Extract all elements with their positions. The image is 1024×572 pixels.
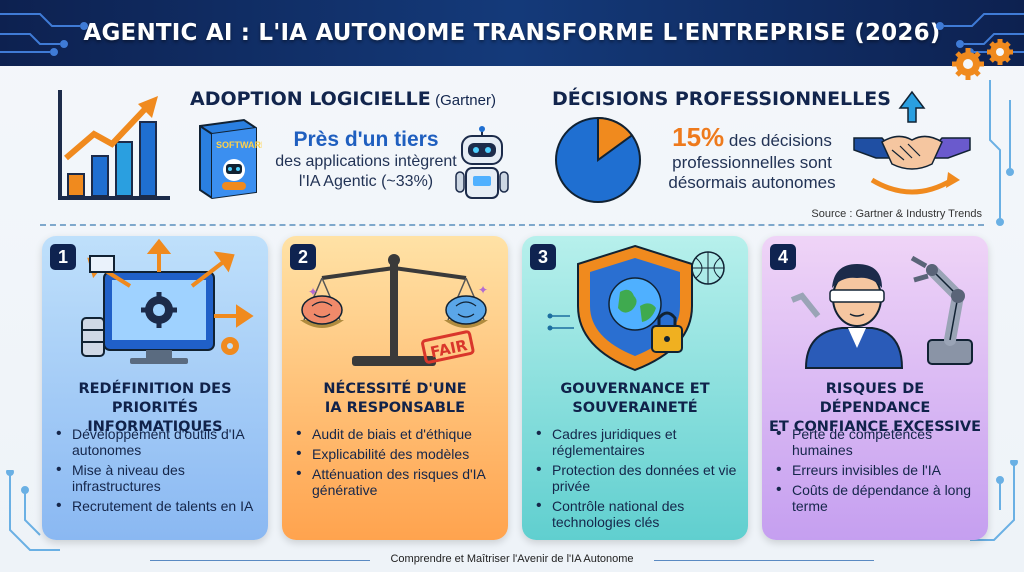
card-number: 2 bbox=[290, 244, 316, 270]
list-item: Développement d'outils d'IA autonomes bbox=[56, 426, 260, 458]
card-dependency-risks: 4 RISQUES DE DÉPENDANCE ET CONFIANCE EXC… bbox=[762, 236, 988, 540]
header-banner: AGENTIC AI : L'IA AUTONOME TRANSFORME L'… bbox=[0, 0, 1024, 66]
blindfolded-person-robot-arm-icon bbox=[790, 255, 973, 369]
list-item: Cadres juridiques et réglementaires bbox=[536, 426, 740, 458]
circuit-decoration-icon bbox=[6, 470, 60, 551]
shield-globe-icon bbox=[547, 244, 725, 372]
list-item: Audit de biais et d'éthique bbox=[296, 426, 500, 442]
adoption-highlight: Près d'un tiers bbox=[293, 128, 439, 151]
card-title: NÉCESSITÉ D'UNE IA RESPONSABLE bbox=[288, 380, 502, 418]
list-item: Perte de compétences humaines bbox=[776, 426, 980, 458]
computer-network-icon bbox=[81, 238, 254, 364]
decisions-line2: professionnelles sont bbox=[672, 153, 832, 172]
card-title-line1: NÉCESSITÉ D'UNE bbox=[323, 381, 467, 397]
list-item: Erreurs invisibles de l'IA bbox=[776, 462, 980, 478]
adoption-text: Près d'un tiers des applications intègre… bbox=[272, 128, 460, 192]
decisions-highlight: 15% bbox=[672, 122, 725, 152]
decisions-heading: DÉCISIONS PROFESSIONNELLES bbox=[552, 88, 891, 110]
adoption-title: ADOPTION LOGICIELLE bbox=[190, 88, 431, 110]
decisions-line3: désormais autonomes bbox=[668, 173, 836, 192]
circuit-decoration-icon bbox=[970, 460, 1018, 541]
card-number: 1 bbox=[50, 244, 76, 270]
software-box-icon: SOFTWARE bbox=[199, 118, 262, 200]
software-box-label: SOFTWARE bbox=[216, 140, 262, 150]
decisions-title: DÉCISIONS PROFESSIONNELLES bbox=[552, 88, 891, 110]
list-item: Recrutement de talents en IA bbox=[56, 498, 260, 514]
list-item: Contrôle national des technologies clés bbox=[536, 498, 740, 530]
card-title-line2: IA RESPONSABLE bbox=[324, 400, 466, 416]
pie-chart-icon bbox=[555, 116, 641, 203]
decisions-text: 15% des décisions professionnelles sont … bbox=[660, 122, 844, 193]
svg-text:✦: ✦ bbox=[308, 285, 318, 299]
card-bullet-list: Perte de compétences humaines Erreurs in… bbox=[776, 426, 980, 518]
card-title-line2: SOUVERAINETÉ bbox=[572, 400, 698, 416]
footer-tagline: Comprendre et Maîtriser l'Avenir de l'IA… bbox=[390, 553, 634, 565]
card-bullet-list: Cadres juridiques et réglementaires Prot… bbox=[536, 426, 740, 534]
decisions-line1: des décisions bbox=[724, 131, 832, 150]
card-title-line1: REDÉFINITION DES bbox=[78, 381, 232, 397]
card-title-line1: RISQUES DE DÉPENDANCE bbox=[819, 381, 931, 416]
list-item: Explicabilité des modèles bbox=[296, 446, 500, 462]
footer-divider bbox=[150, 560, 370, 561]
handshake-icon bbox=[853, 90, 971, 195]
card-it-priorities: 1 REDÉFINITION DES PRIORITÉS INFORMATIQU… bbox=[42, 236, 268, 540]
svg-text:✦: ✦ bbox=[478, 283, 488, 297]
card-number: 3 bbox=[530, 244, 556, 270]
card-number: 4 bbox=[770, 244, 796, 270]
adoption-heading: ADOPTION LOGICIELLE (Gartner) bbox=[190, 88, 496, 110]
pie-slice bbox=[597, 116, 634, 162]
circuit-decoration-icon bbox=[0, 13, 88, 56]
card-bullet-list: Développement d'outils d'IA autonomes Mi… bbox=[56, 426, 260, 518]
page-title: AGENTIC AI : L'IA AUTONOME TRANSFORME L'… bbox=[83, 20, 941, 46]
adoption-line2: l'IA Agentic (~33%) bbox=[298, 173, 434, 190]
card-bullet-list: Audit de biais et d'éthique Explicabilit… bbox=[296, 426, 500, 502]
list-item: Protection des données et vie privée bbox=[536, 462, 740, 494]
bar-chart-icon bbox=[58, 90, 170, 200]
footer-divider bbox=[654, 560, 874, 561]
gear-icon bbox=[952, 39, 1013, 80]
list-item: Coûts de dépendance à long terme bbox=[776, 482, 980, 514]
adoption-line1: des applications intègrent bbox=[275, 153, 457, 170]
scale-brain-icon: FAIR ✦ ✦ bbox=[300, 254, 488, 366]
circuit-decoration-icon bbox=[989, 80, 1014, 226]
list-item: Mise à niveau des infrastructures bbox=[56, 462, 260, 494]
robot-icon bbox=[455, 126, 509, 199]
source-note: Source : Gartner & Industry Trends bbox=[811, 208, 982, 220]
card-title-line1: GOUVERNANCE ET bbox=[560, 381, 710, 397]
card-responsible-ai: 2 FAIR ✦ ✦ NÉCESSITÉ D'UNE IA RESPONSABL… bbox=[282, 236, 508, 540]
section-divider bbox=[40, 224, 984, 226]
list-item: Atténuation des risques d'IA générative bbox=[296, 466, 500, 498]
adoption-source-label: (Gartner) bbox=[435, 92, 496, 109]
card-governance: 3 GOUVERNANCE ET SOUVERAINETÉ Cadres jur… bbox=[522, 236, 748, 540]
card-title: GOUVERNANCE ET SOUVERAINETÉ bbox=[528, 380, 742, 418]
